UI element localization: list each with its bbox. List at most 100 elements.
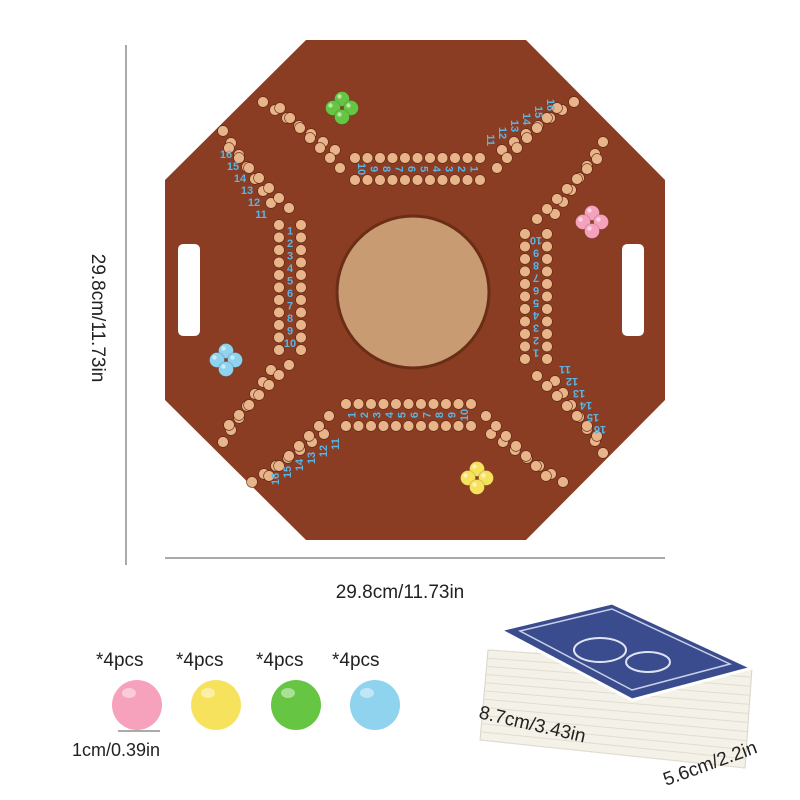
peg-hole xyxy=(399,152,411,164)
pink-marble xyxy=(112,680,162,730)
track-number: 5 xyxy=(533,297,539,309)
marble-highlight xyxy=(337,94,342,99)
peg-hole xyxy=(246,476,258,488)
peg-hole xyxy=(273,281,285,294)
peg-hole xyxy=(571,410,583,422)
peg-hole xyxy=(273,219,285,231)
peg-hole xyxy=(540,470,552,482)
peg-hole xyxy=(597,136,609,148)
track-number: 6 xyxy=(287,288,293,300)
peg-hole xyxy=(217,125,229,137)
peg-hole xyxy=(411,152,424,164)
peg-hole xyxy=(233,409,245,421)
peg-hole xyxy=(303,430,315,442)
peg-hole xyxy=(491,162,503,174)
track-number: 12 xyxy=(566,375,578,387)
peg-hole xyxy=(591,430,603,442)
green-marble xyxy=(271,680,321,730)
marble-piece xyxy=(334,109,350,125)
track-number: 5 xyxy=(396,412,408,418)
peg-hole xyxy=(531,213,543,225)
track-number: 13 xyxy=(573,387,585,399)
track-number: 13 xyxy=(306,452,318,464)
peg-hole xyxy=(436,174,449,186)
peg-hole xyxy=(591,153,603,165)
track-number: 16 xyxy=(270,473,282,485)
peg-hole xyxy=(541,112,553,124)
peg-hole xyxy=(283,359,295,371)
peg-hole xyxy=(295,256,307,269)
peg-hole xyxy=(273,331,285,344)
peg-hole xyxy=(352,420,365,432)
peg-hole xyxy=(243,399,255,411)
peg-hole xyxy=(474,152,486,164)
peg-hole xyxy=(273,244,285,256)
peg-hole xyxy=(390,420,402,432)
track-number: 11 xyxy=(484,134,496,146)
peg-hole xyxy=(223,419,235,431)
peg-hole xyxy=(427,398,440,410)
marble-highlight xyxy=(346,103,351,108)
marble-highlight xyxy=(230,355,235,360)
track-number: 15 xyxy=(282,466,294,478)
peg-hole xyxy=(313,420,325,432)
track-number: 16 xyxy=(594,423,606,435)
peg-hole xyxy=(273,306,285,319)
card-back-emblem-2 xyxy=(625,651,671,673)
track-number: 12 xyxy=(496,127,508,139)
marble-highlight xyxy=(463,473,468,478)
peg-hole xyxy=(273,460,285,472)
blue-count-label: *4pcs xyxy=(332,650,380,671)
deck-edge-line xyxy=(481,723,747,751)
peg-hole xyxy=(340,420,352,432)
peg-hole xyxy=(390,398,402,410)
peg-hole xyxy=(399,174,411,186)
track-number: 5 xyxy=(418,166,430,172)
track-number: 10 xyxy=(355,163,367,175)
marble-piece xyxy=(584,223,600,239)
peg-hole xyxy=(440,420,452,432)
marble-highlight xyxy=(472,464,477,469)
peg-hole xyxy=(253,389,265,401)
green-count-label: *4pcs xyxy=(256,650,304,671)
marble-highlight xyxy=(587,226,592,231)
peg-hole xyxy=(411,174,424,186)
peg-hole xyxy=(415,398,427,410)
peg-hole xyxy=(449,152,461,164)
peg-hole xyxy=(402,420,415,432)
peg-hole xyxy=(541,203,553,215)
peg-hole xyxy=(243,162,255,174)
peg-hole xyxy=(424,174,436,186)
peg-hole xyxy=(253,172,265,184)
peg-hole xyxy=(377,420,390,432)
playing-card-deck xyxy=(479,601,757,769)
center-well xyxy=(335,214,491,370)
deck-edge-line xyxy=(482,715,747,742)
marble-piece xyxy=(469,479,485,495)
peg-hole xyxy=(511,142,523,154)
track-number: 8 xyxy=(434,412,446,418)
peg-hole xyxy=(531,122,543,134)
marble-highlight xyxy=(212,355,217,360)
track-number: 6 xyxy=(405,166,417,172)
peg-hole xyxy=(274,102,286,114)
peg-hole xyxy=(436,152,449,164)
peg-hole xyxy=(541,278,553,290)
peg-hole xyxy=(541,240,553,253)
peg-hole xyxy=(295,306,307,319)
peg-hole xyxy=(551,102,563,114)
marble-highlight xyxy=(221,346,226,351)
track-number: 1 xyxy=(468,166,480,172)
marble-highlight xyxy=(596,217,601,222)
peg-hole xyxy=(295,281,307,294)
peg-hole xyxy=(519,340,531,353)
peg-hole xyxy=(223,142,235,154)
peg-hole xyxy=(490,420,502,432)
peg-hole xyxy=(480,410,492,422)
peg-hole xyxy=(568,96,580,108)
track-number: 7 xyxy=(287,300,293,312)
marble-highlight xyxy=(337,112,342,117)
peg-hole xyxy=(295,219,307,231)
peg-hole xyxy=(304,132,316,144)
